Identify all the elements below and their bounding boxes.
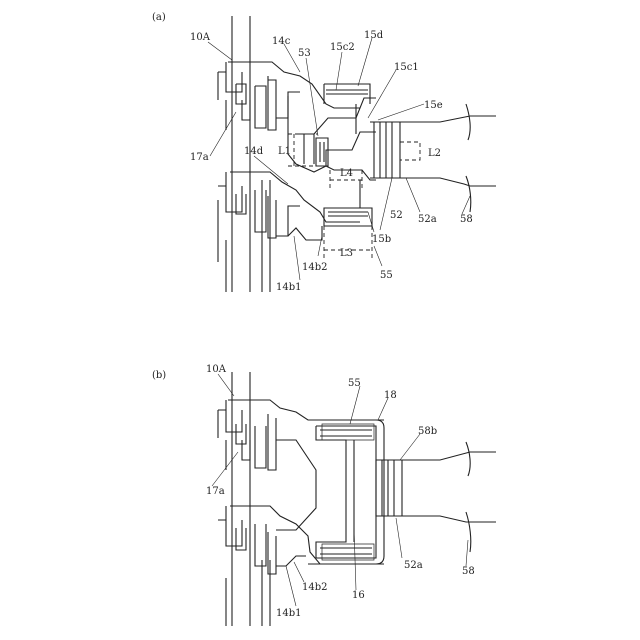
panel-a-clip-lower <box>324 180 372 226</box>
panel-a: (a) 10A 14c 53 15c2 15d 15c1 15e 17a 14 <box>152 12 496 293</box>
label-b-55: 55 <box>348 378 361 389</box>
panel-a-lower-comb-pad <box>218 172 360 240</box>
label-15c2: 15c2 <box>330 42 355 53</box>
label-b-16: 16 <box>352 590 365 601</box>
panel-b-u-clip <box>308 420 384 564</box>
panel-a-wire-cut <box>466 104 471 212</box>
label-15e: 15e <box>424 100 443 111</box>
label-17a: 17a <box>190 152 209 163</box>
label-10A: 10A <box>190 32 211 43</box>
label-15b: 15b <box>372 234 391 245</box>
panel-a-dim-L2 <box>400 142 420 160</box>
label-b-58b: 58b <box>418 426 437 437</box>
label-b-14b1: 14b1 <box>276 608 302 619</box>
label-L3: L3 <box>340 248 353 259</box>
panel-b-caption: (b) <box>152 370 166 381</box>
label-14b1: 14b1 <box>276 282 302 293</box>
panel-b-wire-sleeve <box>376 452 496 522</box>
label-53: 53 <box>298 48 311 59</box>
panel-b: (b) 10A 55 18 58b 17a 52a 58 16 14b2 14b… <box>152 364 496 626</box>
label-L2: L2 <box>428 148 441 159</box>
label-b-58: 58 <box>462 566 475 577</box>
label-b-10A: 10A <box>206 364 227 375</box>
label-L1: L1 <box>278 146 291 157</box>
label-L4: L4 <box>340 168 353 179</box>
label-14b2: 14b2 <box>302 262 328 273</box>
label-b-18: 18 <box>384 390 397 401</box>
label-15c1: 15c1 <box>394 62 419 73</box>
label-52a: 52a <box>418 214 437 225</box>
label-b-17a: 17a <box>206 486 225 497</box>
panel-a-leaders <box>208 38 470 280</box>
label-b-52a: 52a <box>404 560 423 571</box>
panel-a-clip-upper <box>324 84 370 134</box>
label-15d: 15d <box>364 30 384 41</box>
label-58: 58 <box>460 214 473 225</box>
label-14d: 14d <box>244 146 264 157</box>
panel-a-caption: (a) <box>152 12 166 23</box>
label-14c: 14c <box>272 36 291 47</box>
label-55: 55 <box>380 270 393 281</box>
panel-b-left-conductors <box>226 372 270 626</box>
panel-b-wire-cut <box>466 442 471 552</box>
label-52: 52 <box>390 210 403 221</box>
panel-a-body <box>288 96 376 180</box>
label-b-14b2: 14b2 <box>302 582 328 593</box>
